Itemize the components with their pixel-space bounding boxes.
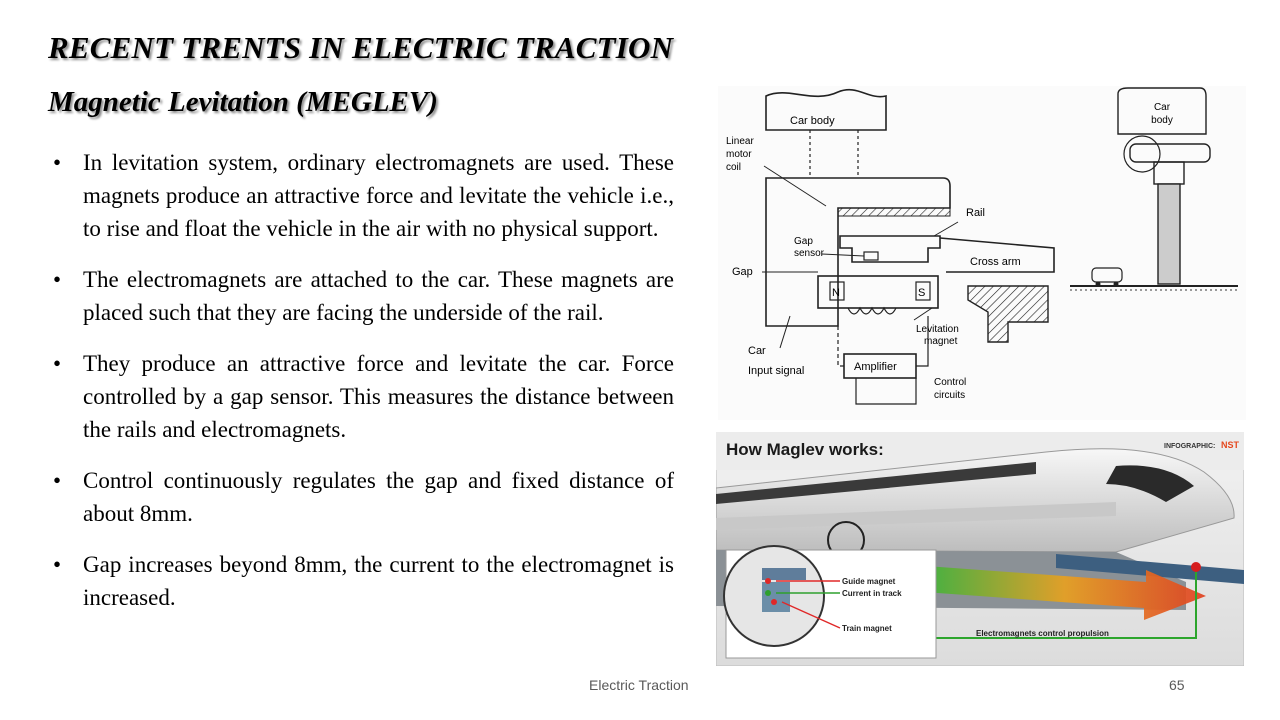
bullet-item: Gap increases beyond 8mm, the current to… bbox=[50, 548, 674, 614]
label-control-circuits: circuits bbox=[934, 390, 965, 401]
label-gap: Gap bbox=[732, 266, 753, 278]
bullet-item: In levitation system, ordinary electroma… bbox=[50, 146, 674, 245]
label-linear-motor-coil: coil bbox=[726, 162, 741, 173]
label-linear-motor-coil: Linear bbox=[726, 136, 754, 147]
label-linear-motor-coil: motor bbox=[726, 149, 752, 160]
footer-title: Electric Traction bbox=[589, 677, 689, 693]
label-control-circuits: Control bbox=[934, 377, 966, 388]
label-s-pole: S bbox=[918, 287, 925, 299]
label-rail: Rail bbox=[966, 207, 985, 219]
label-input-signal: Input signal bbox=[748, 365, 804, 377]
infographic-credit: INFOGRAPHIC: bbox=[1164, 443, 1215, 450]
infographic-credit-brand: NST bbox=[1221, 440, 1240, 450]
maglev-schematic-diagram: Car body Linear motor coil Rail Gap sens… bbox=[718, 86, 1246, 420]
label-amplifier: Amplifier bbox=[854, 361, 897, 373]
label-cross-arm: Cross arm bbox=[970, 256, 1021, 268]
label-current-in-track: Current in track bbox=[842, 589, 902, 598]
label-propulsion: Electromagnets control propulsion bbox=[976, 629, 1109, 638]
label-car-body-side: body bbox=[1151, 115, 1173, 126]
infographic-heading: How Maglev works: bbox=[726, 440, 884, 459]
maglev-infographic: How Maglev works: INFOGRAPHIC: NST Guide… bbox=[716, 432, 1244, 666]
label-train-magnet: Train magnet bbox=[842, 624, 892, 633]
bullet-item: They produce an attractive force and lev… bbox=[50, 347, 674, 446]
slide-title: RECENT TRENTS IN ELECTRIC TRACTION bbox=[48, 30, 674, 65]
label-guide-magnet: Guide magnet bbox=[842, 577, 896, 586]
page-number: 65 bbox=[1169, 677, 1185, 693]
label-car-body-side: Car bbox=[1154, 102, 1171, 113]
label-car-body: Car body bbox=[790, 115, 835, 127]
label-levitation-magnet: Levitation bbox=[916, 324, 959, 335]
label-gap-sensor: sensor bbox=[794, 248, 825, 259]
bullet-item: Control continuously regulates the gap a… bbox=[50, 464, 674, 530]
label-car: Car bbox=[748, 345, 766, 357]
label-levitation-magnet: magnet bbox=[924, 336, 958, 347]
slide-subtitle: Magnetic Levitation (MEGLEV) bbox=[48, 86, 438, 118]
bullet-list: In levitation system, ordinary electroma… bbox=[50, 146, 674, 632]
label-n-pole: N bbox=[832, 287, 840, 299]
label-gap-sensor: Gap bbox=[794, 236, 813, 247]
bullet-item: The electromagnets are attached to the c… bbox=[50, 263, 674, 329]
